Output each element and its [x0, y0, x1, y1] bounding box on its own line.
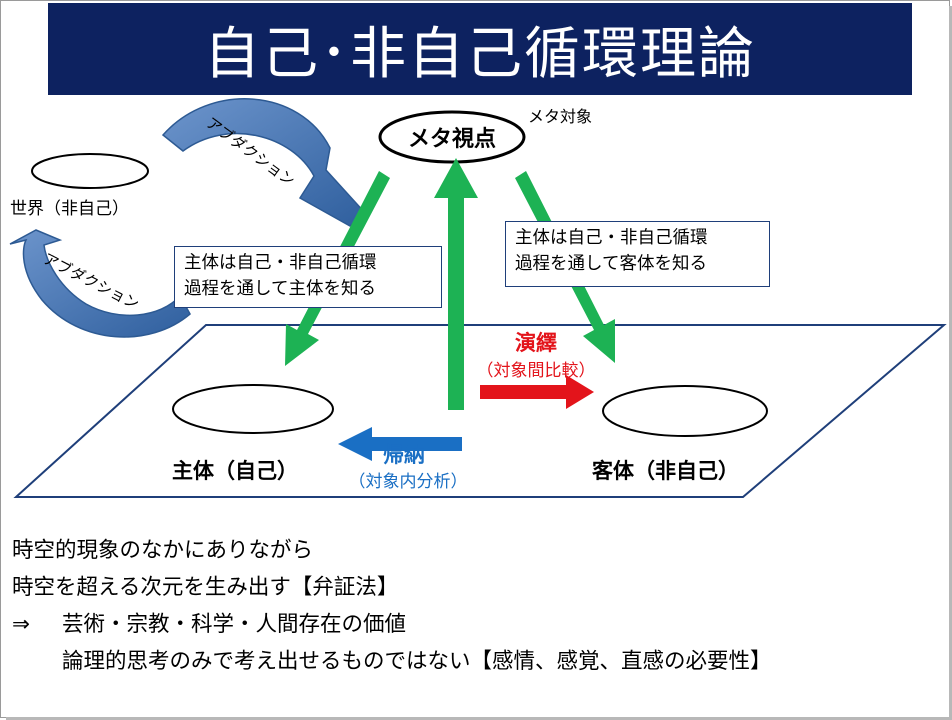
note-left-line1: 主体は自己・非自己循環 [184, 253, 377, 273]
induction-arrow [338, 427, 462, 461]
body-line-text: 時空的現象のなかにありながら [12, 538, 314, 563]
slide-shadow-bottom [6, 717, 952, 720]
green-up-arrow [434, 158, 478, 410]
deduction-arrow [480, 375, 594, 409]
implies-mark: ⇒ [12, 612, 31, 637]
body-text: 時空的現象のなかにありながら 時空を超える次元を生み出す【弁証法】 ⇒ 芸術・宗… [12, 532, 942, 680]
note-left: 主体は自己・非自己循環 過程を通して主体を知る [174, 246, 442, 308]
world-ellipse [31, 153, 149, 189]
body-line: ⇒ 芸術・宗教・科学・人間存在の価値 [12, 606, 942, 643]
object-ellipse [602, 385, 768, 437]
note-right-line1: 主体は自己・非自己循環 [515, 228, 708, 248]
object-label: 客体（非自己） [592, 459, 739, 483]
induction-sub-label: （対象内分析） [349, 472, 468, 492]
subject-label: 主体（自己） [172, 459, 298, 483]
indent-spacer [12, 643, 62, 680]
body-line: 時空的現象のなかにありながら [12, 532, 942, 569]
abduction-lower-arrow [9, 229, 191, 338]
note-left-line2: 過程を通して主体を知る [184, 279, 376, 299]
subject-ellipse [172, 384, 334, 434]
meta-viewpoint-label: メタ視点 [408, 126, 496, 152]
induction-label: 帰納 [383, 443, 425, 467]
body-line: 論理的思考のみで考え出せるものではない【感情、感覚、直感の必要性】 [12, 643, 942, 680]
slide-title: 自己･非自己循環理論 [204, 21, 756, 87]
meta-object-label: メタ対象 [528, 107, 592, 126]
title-bar: 自己･非自己循環理論 [48, 3, 912, 95]
deduction-label: 演繹 [515, 331, 557, 355]
plane-parallelogram [13, 324, 947, 498]
body-line-text: 論理的思考のみで考え出せるものではない【感情、感覚、直感の必要性】 [62, 649, 772, 674]
slide-shadow-right [949, 6, 952, 720]
deduction-sub-label: （対象間比較） [477, 361, 596, 381]
abduction-upper-arrow [161, 98, 368, 227]
body-line-text: 芸術・宗教・科学・人間存在の価値 [62, 612, 407, 637]
note-right-line2: 過程を通して客体を知る [515, 254, 707, 274]
world-label: 世界（非自己） [10, 199, 129, 219]
note-right: 主体は自己・非自己循環 過程を通して客体を知る [505, 221, 770, 287]
body-line: 時空を超える次元を生み出す【弁証法】 [12, 569, 942, 606]
body-line-text: 時空を超える次元を生み出す【弁証法】 [12, 575, 399, 600]
meta-viewpoint-ellipse [378, 110, 526, 164]
